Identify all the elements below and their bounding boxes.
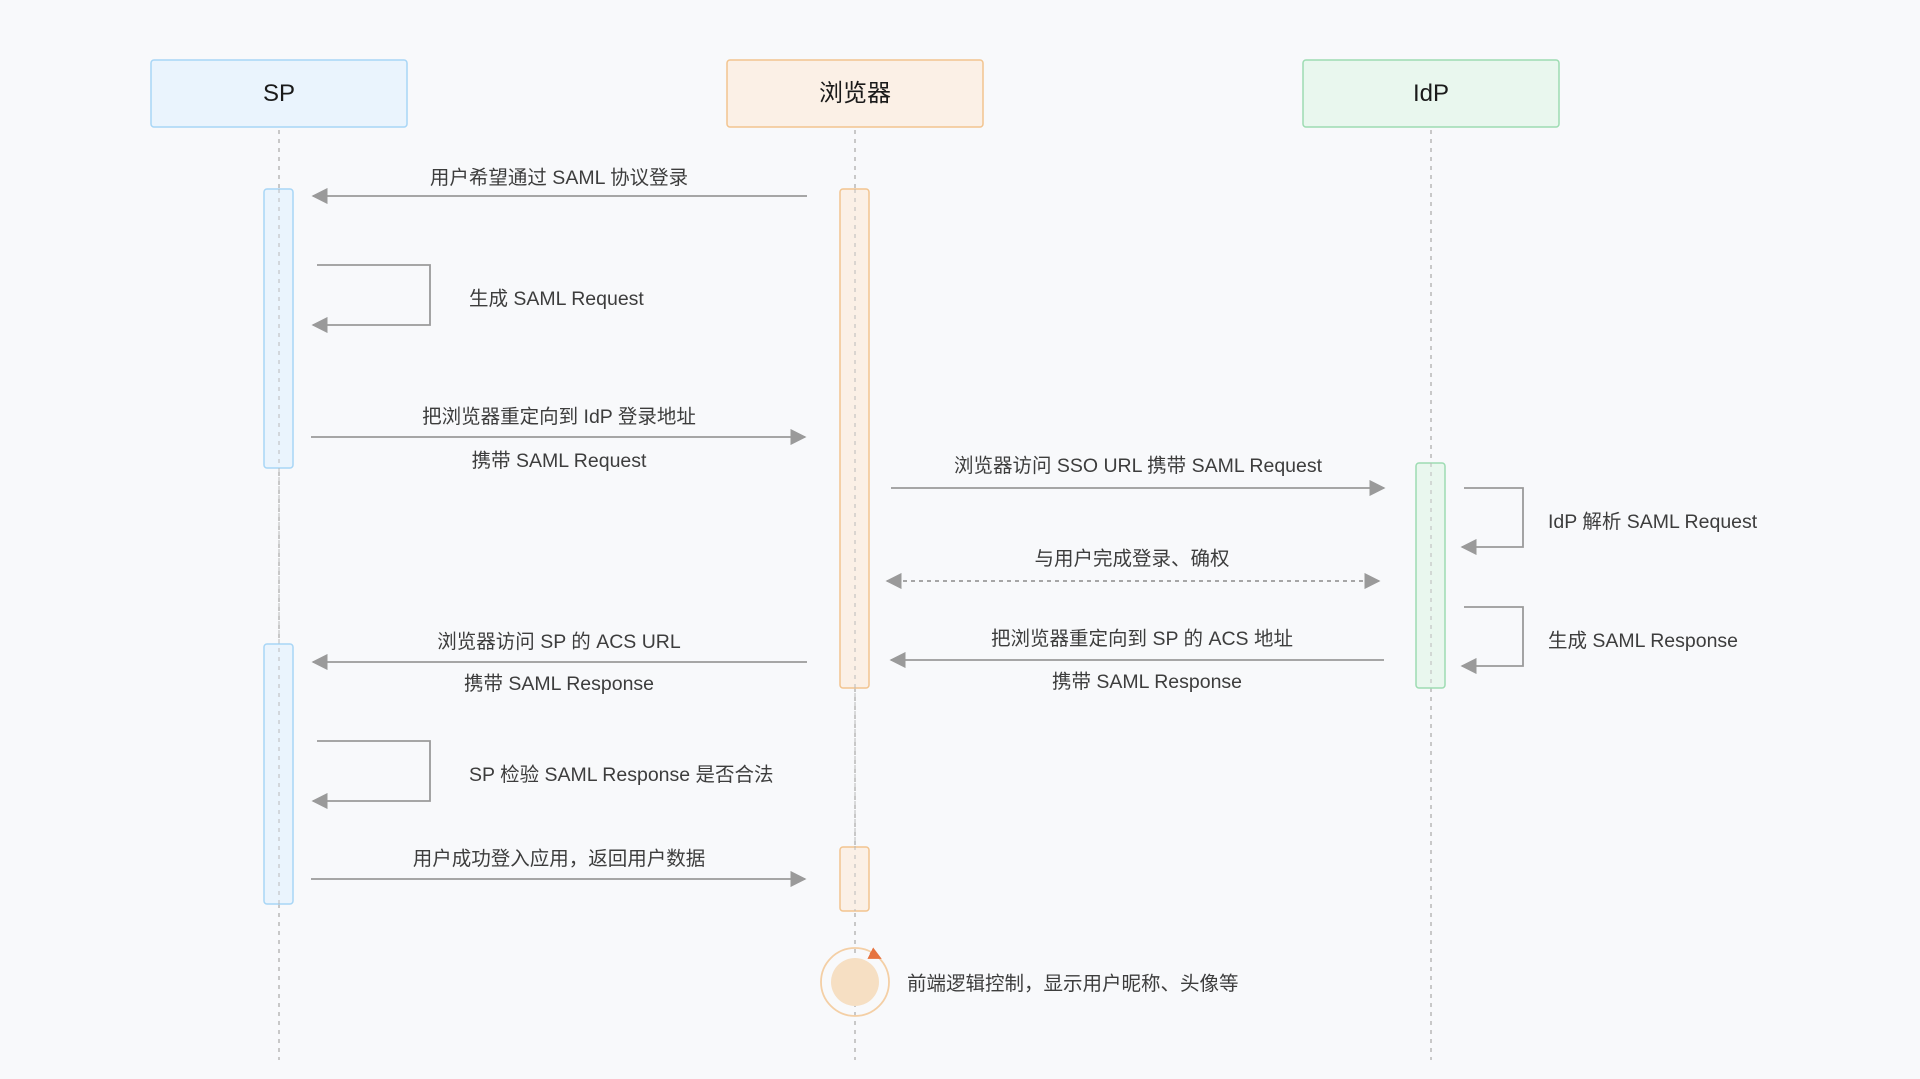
message-arrow-5 — [1460, 487, 1524, 556]
actor-browser-box — [726, 59, 984, 128]
actor-idp-label: IdP — [1413, 80, 1449, 107]
message-label-6: 与用户完成登录、确权 — [1034, 548, 1229, 570]
message-label-8a: 浏览器访问 SP 的 ACS URL — [437, 631, 681, 653]
message-label-9a: 把浏览器重定向到 SP 的 ACS 地址 — [991, 628, 1293, 650]
actor-sp-label: SP — [263, 80, 295, 107]
message-arrow-2 — [311, 264, 431, 334]
message-label-3b: 携带 SAML Request — [472, 450, 647, 472]
message-label-7: 生成 SAML Response — [1548, 630, 1738, 652]
message-label-2: 生成 SAML Request — [469, 288, 644, 310]
message-label-5: IdP 解析 SAML Request — [1548, 511, 1758, 533]
message-label-3a: 把浏览器重定向到 IdP 登录地址 — [422, 406, 696, 428]
actor-sp: SP — [150, 59, 408, 128]
actor-idp: IdP — [1302, 59, 1560, 128]
message-arrow-7 — [1460, 606, 1524, 675]
actor-sp-box — [150, 59, 408, 128]
browser-process-ring — [820, 947, 890, 1017]
message-label-10: SP 检验 SAML Response 是否合法 — [469, 764, 774, 786]
browser-internal-process — [820, 947, 890, 1017]
actor-idp-box — [1302, 59, 1560, 128]
browser-process-circle — [831, 958, 879, 1006]
loop-arrow-icon — [867, 947, 882, 959]
message-label-4: 浏览器访问 SSO URL 携带 SAML Request — [954, 455, 1323, 477]
message-arrow-10 — [311, 740, 431, 810]
actor-browser: 浏览器 — [726, 59, 984, 128]
message-label-1: 用户希望通过 SAML 协议登录 — [430, 167, 688, 189]
message-label-11: 用户成功登入应用，返回用户数据 — [413, 848, 706, 870]
message-label-8b: 携带 SAML Response — [464, 673, 654, 695]
actor-browser-label: 浏览器 — [819, 80, 891, 107]
message-label-12: 前端逻辑控制，显示用户昵称、头像等 — [907, 973, 1239, 995]
message-label-9b: 携带 SAML Response — [1052, 671, 1242, 693]
